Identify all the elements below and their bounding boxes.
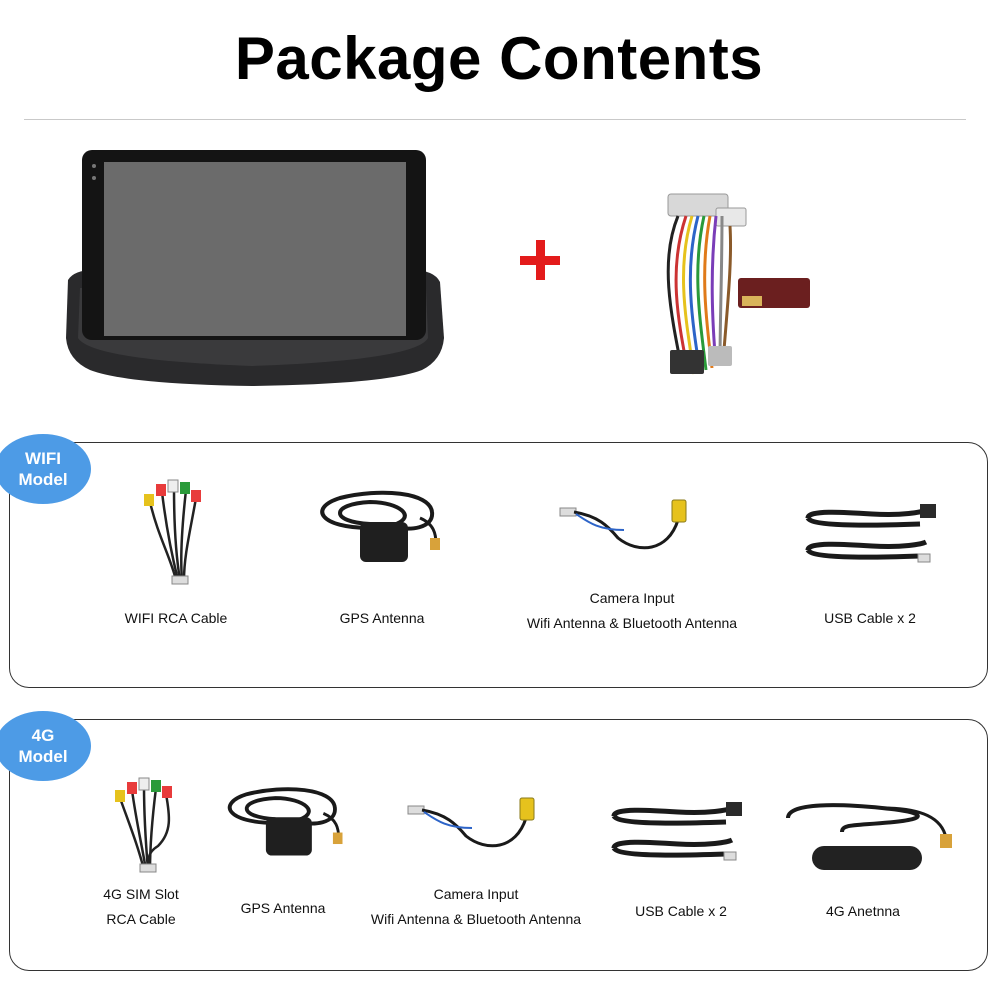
page-title: Package Contents	[234, 25, 764, 92]
camera-input-cable-icon	[559, 499, 687, 550]
4g-item-caption: 4G Anetnna	[826, 903, 900, 919]
wifi-item-caption: USB Cable x 2	[824, 610, 916, 626]
gps-antenna-icon	[320, 490, 440, 562]
4g-model-badge: 4G Model	[0, 711, 91, 781]
4g-antenna-icon	[786, 803, 952, 870]
wifi-item-caption: GPS Antenna	[339, 610, 425, 626]
4g-item-caption: USB Cable x 2	[635, 903, 727, 919]
4g-item-caption: Camera Input Wifi Antenna & Bluetooth An…	[370, 886, 582, 927]
wifi-item-caption: WIFI RCA Cable	[124, 610, 228, 626]
usb-cable-icon	[611, 802, 742, 861]
plus-icon	[520, 240, 562, 282]
wifi-item-caption: Camera Input Wifi Antenna & Bluetooth An…	[526, 590, 738, 631]
4g-item-caption: 4G SIM Slot RCA Cable	[103, 886, 179, 927]
usb-cable-icon	[805, 504, 936, 563]
rca-cable-icon	[115, 777, 172, 873]
rca-cable-icon	[144, 479, 201, 585]
gps-antenna-icon	[227, 787, 343, 856]
wiring-harness-image	[666, 193, 810, 375]
car-radio-unit-image	[66, 150, 444, 386]
wifi-model-badge: WIFI Model	[0, 434, 91, 504]
title-divider	[24, 119, 966, 120]
4g-item-caption: GPS Antenna	[240, 900, 326, 916]
camera-input-cable-icon	[407, 797, 535, 848]
